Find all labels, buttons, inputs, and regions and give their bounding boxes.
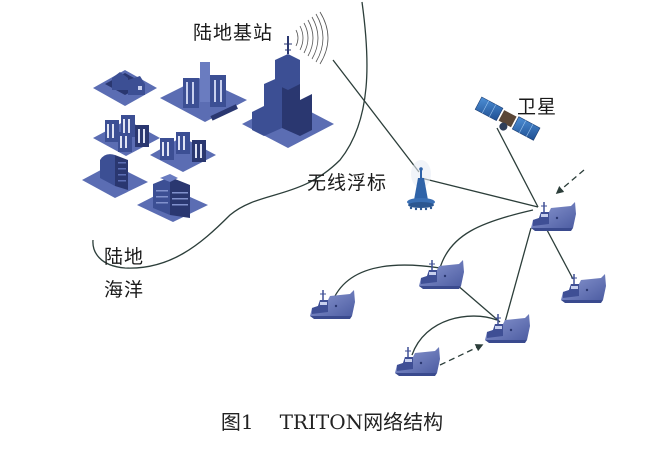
radio-waves-icon [295, 11, 329, 65]
caption-title: TRITON网络结构 [279, 410, 444, 434]
figure-caption: 图1 TRITON网络结构 [0, 406, 664, 435]
link-external-hub-dashed [555, 169, 585, 195]
coastline [92, 1, 368, 269]
link-bottom-center-dashed [439, 344, 484, 366]
ship-bottom-icon [394, 346, 441, 377]
ship-left-icon [309, 289, 356, 320]
label-land: 陆地 [104, 246, 145, 268]
link-mid-left [332, 264, 441, 301]
building-base-station-icon [242, 36, 334, 148]
link-hub-center [504, 227, 532, 323]
link-center-bottom [411, 315, 498, 356]
ship-right-icon [560, 273, 607, 304]
building-apartments-2-icon [150, 132, 216, 172]
satellite-icon [474, 96, 541, 141]
building-trade-center-icon [160, 62, 247, 122]
building-house-icon [93, 70, 157, 106]
links [332, 59, 585, 366]
link-hub-right [546, 229, 574, 280]
link-hub-mid [439, 209, 534, 269]
building-apartments-1-icon [93, 115, 160, 156]
caption-number: 图1 [220, 410, 254, 434]
label-ocean: 海洋 [104, 279, 145, 301]
link-buoy-hub [420, 177, 539, 208]
link-satellite-hub [496, 127, 539, 208]
label-satellite: 卫星 [517, 96, 558, 118]
city-buildings [82, 11, 334, 222]
link-base-buoy [332, 59, 420, 173]
label-land-base-station: 陆地基站 [193, 22, 274, 44]
building-office-tower-icon [82, 154, 148, 198]
building-block-icon [137, 174, 208, 222]
label-wireless-buoy: 无线浮标 [307, 172, 388, 194]
buoy-icon [407, 160, 435, 211]
